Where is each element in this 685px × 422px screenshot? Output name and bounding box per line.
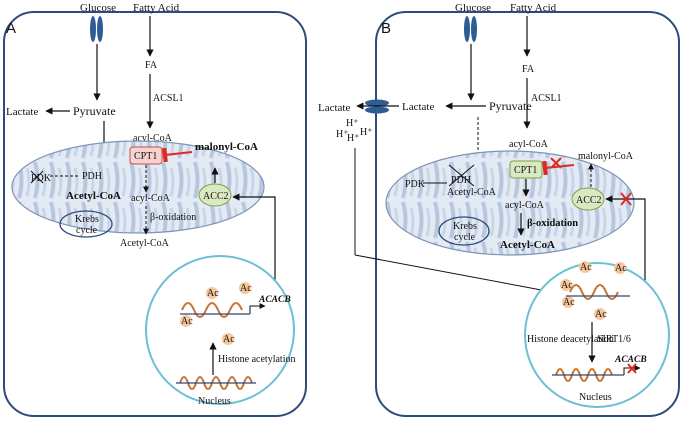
pdk-label: PDK [405, 179, 426, 190]
panel-b: B Glucose Fatty Acid FA ACSL1 Lactate La… [318, 2, 680, 417]
histone-acetylation-label: Histone acetylation [218, 354, 295, 365]
acc2-label: ACC2 [203, 191, 229, 202]
acetyl-coa-label: Acetyl-CoA [447, 187, 497, 198]
condensed-chromatin-b [555, 368, 613, 382]
open-chromatin-a [181, 302, 243, 318]
acacb-label: ACACB [258, 295, 291, 305]
histone-acetyl-groups-a: Ac Ac Ac Ac [180, 282, 252, 345]
acacb-label: ACACB [614, 355, 647, 365]
glucose-label: Glucose [80, 2, 116, 14]
acsl1-label: ACSL1 [531, 93, 562, 104]
svg-text:Ac: Ac [595, 309, 607, 320]
histone-acetyl-groups-b: Ac Ac Ac Ac Ac [560, 261, 627, 320]
acyl-coa-top-label: acyl-CoA [509, 139, 549, 150]
acacb-transcription-arrow [249, 303, 266, 314]
krebs-cycle-a [59, 210, 113, 238]
malonyl-coa-label: malonyl-CoA [195, 141, 258, 153]
proton-1: H⁺ [346, 118, 359, 129]
lactate-out-label: Lactate [318, 102, 350, 114]
svg-text:Ac: Ac [223, 334, 235, 345]
pdh-label: PDH [451, 175, 471, 186]
svg-text:Ac: Ac [580, 262, 592, 273]
fatty-acid-label: Fatty Acid [133, 2, 180, 14]
proton-to-nucleus-arrow [354, 254, 553, 294]
pdh-cross-b [448, 164, 475, 187]
panel-a-label: A [6, 20, 16, 37]
lactate-transporter-icon [365, 99, 389, 114]
cpt1-label: CPT1 [514, 165, 537, 176]
malonyl-coa-label: malonyl-CoA [578, 151, 634, 162]
proton-4: H⁺ [360, 127, 373, 138]
mitochondrion-b [385, 150, 635, 256]
acc2-node [571, 187, 605, 211]
fatty-acid-label: Fatty Acid [510, 2, 557, 14]
krebs-label-1: Krebs [75, 214, 99, 225]
glucose-transporter-icon [90, 16, 103, 42]
acyl-coa-top-label: acyl-CoA [133, 133, 173, 144]
acc2-label: ACC2 [576, 195, 602, 206]
malonyl-inhibition [162, 147, 193, 163]
krebs-label-2: cycle [76, 225, 98, 236]
krebs-label-2: cycle [454, 232, 476, 243]
pdh-label: PDH [82, 171, 102, 182]
acacb-to-acc2-arrow [232, 193, 276, 298]
inhibition-blocked-icon [550, 157, 562, 169]
cpt1-box [129, 146, 163, 165]
lactate-in-label: Lactate [402, 101, 434, 113]
glucose-label: Glucose [455, 2, 491, 14]
fa-label: FA [145, 60, 158, 71]
histone-deacetylation-label: Histone deacetylation [527, 334, 614, 345]
acyl-coa-mid-label: acyl-CoA [131, 193, 171, 204]
beta-oxidation-label: β-oxidation [527, 218, 578, 229]
cpt1-box [509, 160, 543, 179]
glucose-transporter-icon [464, 16, 477, 42]
svg-text:Ac: Ac [207, 288, 219, 299]
lactate-label: Lactate [6, 106, 38, 118]
proton-2: H⁺ [336, 129, 349, 140]
acacb-transcription-arrow [623, 365, 641, 375]
nucleus-label-a: Nucleus [198, 396, 231, 407]
expression-blocked-icon [620, 192, 632, 206]
acyl-coa-mid-label: acyl-CoA [505, 200, 545, 211]
acetyl-coa-bold-label: Acetyl-CoA [66, 190, 121, 202]
pyruvate-label: Pyruvate [489, 99, 532, 113]
proton-3: H⁺ [347, 133, 360, 144]
pdk-cross-b [30, 170, 44, 184]
svg-text:Ac: Ac [240, 283, 252, 294]
panel-b-label: B [381, 20, 391, 37]
svg-text:Ac: Ac [563, 297, 575, 308]
pyruvate-label: Pyruvate [73, 104, 116, 118]
nucleus-label-b: Nucleus [579, 392, 612, 403]
condensed-chromatin-a [179, 376, 253, 390]
fa-label: FA [522, 64, 535, 75]
krebs-cycle-b [438, 216, 490, 246]
acc2-node [198, 183, 232, 207]
sirt-label: SIRT1/6 [597, 334, 631, 345]
beta-oxidation-label: β-oxidation [150, 212, 196, 223]
transcription-blocked-icon [627, 363, 637, 374]
panel-a: A Glucose Fatty Acid FA ACSL1 Lactate Py… [3, 2, 307, 417]
svg-text:Ac: Ac [561, 280, 573, 291]
krebs-label-1: Krebs [453, 221, 477, 232]
acsl1-label: ACSL1 [153, 93, 184, 104]
nucleus-a [145, 255, 295, 405]
mitochondrion-a [11, 140, 265, 234]
svg-text:Ac: Ac [615, 263, 627, 274]
svg-text:Ac: Ac [181, 316, 193, 327]
pdk-label: PDK [31, 173, 52, 184]
open-chromatin-b [569, 284, 619, 300]
acetyl-coa-bold-label: Acetyl-CoA [500, 239, 555, 251]
acetyl-coa-label: Acetyl-CoA [120, 238, 170, 249]
acacb-to-acc2-arrow [605, 195, 646, 288]
cpt1-label: CPT1 [134, 151, 157, 162]
